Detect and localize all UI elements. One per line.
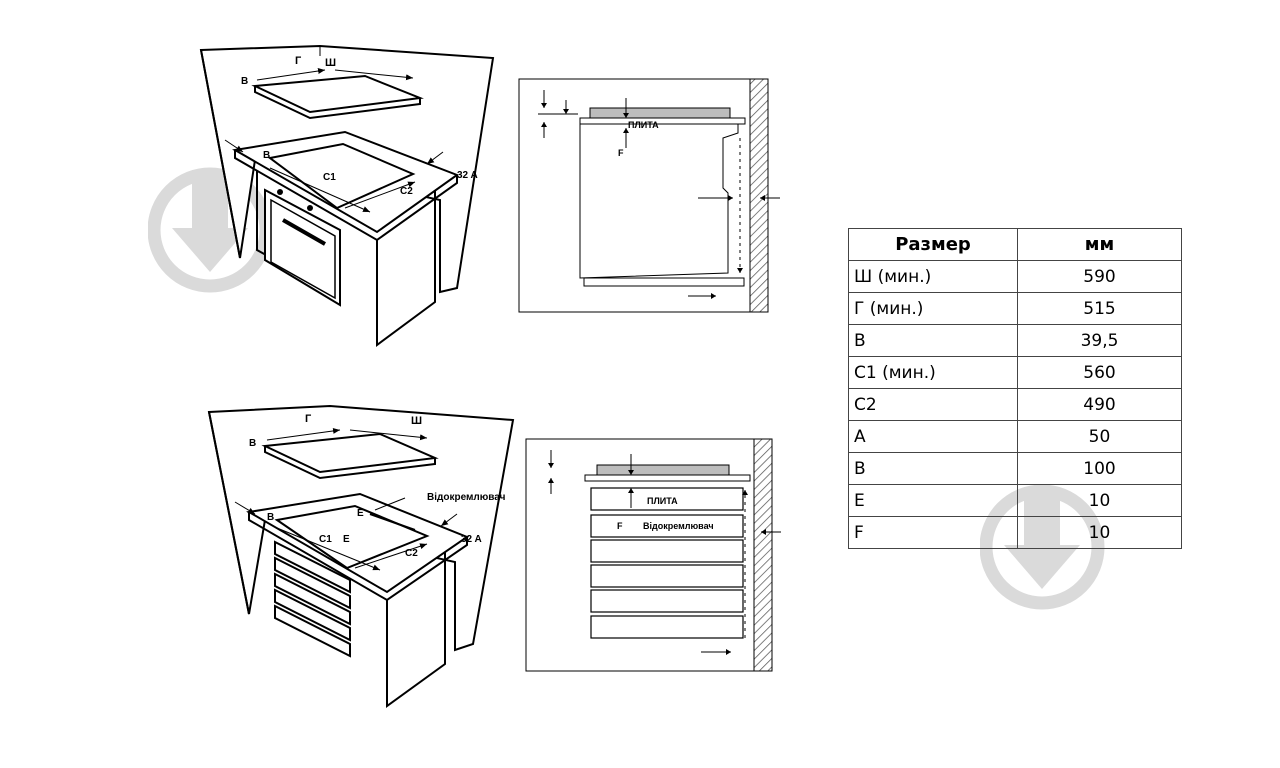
hob-section xyxy=(589,107,731,119)
row-value: 10 xyxy=(1017,516,1182,549)
row-name: A xyxy=(848,420,1018,453)
installation-diagram-bottom: Ш Г В В С1 E E С2 32 A Відокремлювач xyxy=(207,404,515,708)
row-value: 100 xyxy=(1017,452,1182,485)
label-f: F xyxy=(617,521,623,531)
row-name: Ш (мин.) xyxy=(848,260,1018,293)
row-name: С1 (мин.) xyxy=(848,356,1018,389)
drawer-sections xyxy=(590,487,744,639)
oven-body xyxy=(579,123,739,279)
label-w: Ш xyxy=(411,415,422,427)
label-f: F xyxy=(618,148,624,158)
row-value: 515 xyxy=(1017,292,1182,325)
row-value: 590 xyxy=(1017,260,1182,293)
label-v: В xyxy=(241,76,248,87)
label-32a: 32 A xyxy=(461,534,482,545)
header-name: Размер xyxy=(848,228,1018,261)
label-v-2: В xyxy=(267,512,274,523)
row-value: 490 xyxy=(1017,388,1182,421)
row-value: 10 xyxy=(1017,484,1182,517)
cross-section-top: ПЛИТА F xyxy=(518,78,780,313)
row-name: С2 xyxy=(848,388,1018,421)
installation-diagram-top: Ш Г В В С1 С2 32 A xyxy=(199,44,495,347)
label-separator: Відокремлювач xyxy=(643,521,714,531)
label-g: Г xyxy=(295,55,302,67)
oven xyxy=(264,188,341,307)
drawers xyxy=(274,540,351,658)
header-unit: мм xyxy=(1017,228,1182,261)
label-c2: С2 xyxy=(405,548,418,559)
row-name: B xyxy=(848,452,1018,485)
row-name: Г (мин.) xyxy=(848,292,1018,325)
label-e: E xyxy=(343,534,350,545)
label-32a: 32 A xyxy=(457,170,478,181)
label-plita: ПЛИТА xyxy=(647,496,678,506)
row-name: F xyxy=(848,516,1018,549)
table-row: Ш (мин.)590 xyxy=(848,260,1182,293)
table-row: Г (мин.)515 xyxy=(848,292,1182,325)
label-g: Г xyxy=(305,413,312,425)
countertop-cutout xyxy=(267,142,416,210)
label-c1: С1 xyxy=(319,534,332,545)
hob-section xyxy=(596,464,730,476)
table-header-row: Размер мм xyxy=(848,228,1182,261)
row-name: В xyxy=(848,324,1018,357)
label-v-2: В xyxy=(263,150,270,161)
wall xyxy=(753,438,773,672)
row-value: 39,5 xyxy=(1017,324,1182,357)
label-e-2: E xyxy=(357,508,364,519)
label-c2: С2 xyxy=(400,186,413,197)
row-value: 560 xyxy=(1017,356,1182,389)
label-c1: С1 xyxy=(323,172,336,183)
label-plita: ПЛИТА xyxy=(628,120,659,130)
label-v: В xyxy=(249,438,256,449)
table-row: С1 (мин.)560 xyxy=(848,356,1182,389)
label-w: Ш xyxy=(325,57,336,69)
row-value: 50 xyxy=(1017,420,1182,453)
label-separator: Відокремлювач xyxy=(427,492,506,503)
cross-section-bottom: ПЛИТА F Відокремлювач xyxy=(525,438,781,672)
wall xyxy=(749,78,769,313)
row-name: E xyxy=(848,484,1018,517)
